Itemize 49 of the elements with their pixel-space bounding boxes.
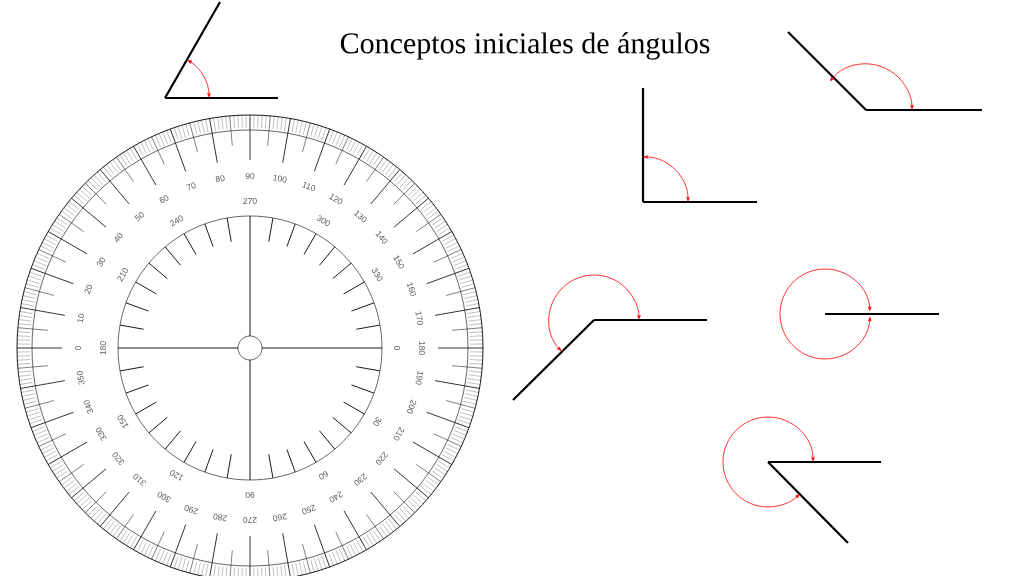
scale-number: 30: [373, 416, 382, 426]
scale-number: 300: [316, 215, 331, 226]
scale-number: 280: [213, 513, 228, 522]
scale-number: 250: [302, 504, 316, 515]
scale-number: 200: [407, 399, 417, 414]
scale-number: 160: [406, 282, 417, 296]
scale-number: 170: [415, 311, 424, 325]
scale-number: 60: [319, 471, 328, 480]
scale-number: 90: [245, 492, 255, 498]
scale-number: 140: [375, 231, 388, 244]
scale-number: 230: [354, 473, 367, 486]
scale-number: 340: [83, 400, 93, 414]
scale-number: 330: [95, 427, 107, 441]
scale-number: 310: [133, 473, 146, 486]
scale-number: 20: [84, 284, 93, 295]
scale-number: 120: [328, 194, 343, 205]
scale-number: 190: [415, 371, 424, 385]
scale-number: 40: [114, 233, 123, 242]
scale-number: 130: [353, 210, 367, 223]
scale-number: 100: [273, 174, 287, 183]
scale-number: 330: [372, 267, 383, 281]
scale-number: 70: [186, 182, 196, 191]
scale-number: 210: [117, 267, 128, 282]
scale-number: 80: [215, 175, 225, 183]
scale-number: 180: [419, 341, 425, 355]
scale-number: 90: [245, 173, 255, 179]
title: Conceptos iniciales de ángulos: [340, 32, 710, 60]
scale-number: 240: [329, 491, 343, 503]
scale-number: 290: [184, 505, 199, 515]
scale-number: 270: [243, 517, 257, 523]
scale-number: 220: [375, 451, 388, 465]
scale-number: 350: [76, 371, 85, 385]
scale-number: 320: [112, 452, 125, 465]
scale-number: 30: [96, 257, 106, 267]
scale-number: 150: [117, 415, 129, 428]
scale-number: 0: [75, 345, 81, 351]
scale-number: 0: [394, 345, 400, 351]
scale-number: 270: [243, 198, 257, 204]
scale-number: 10: [77, 313, 84, 323]
scale-number: 60: [159, 194, 169, 204]
scale-number: 120: [169, 470, 184, 481]
scale-number: 240: [169, 215, 183, 227]
scale-number: 260: [273, 513, 287, 522]
scale-number: 150: [393, 255, 405, 269]
scale-number: 110: [302, 182, 316, 191]
scale-number: 210: [393, 426, 405, 441]
scale-number: 300: [157, 491, 171, 503]
scale-number: 180: [100, 341, 106, 355]
scale-number: 50: [134, 211, 144, 221]
